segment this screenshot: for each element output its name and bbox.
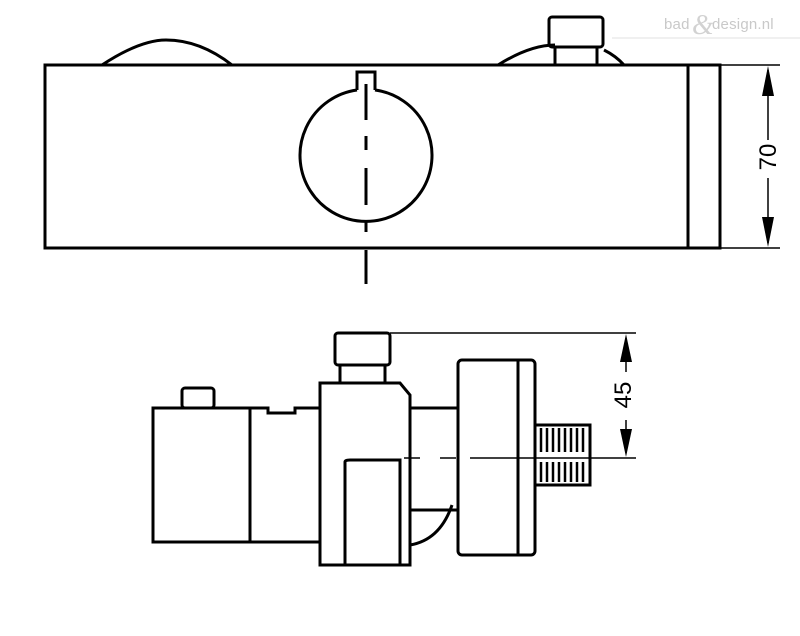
dimension-label-70: 70: [755, 143, 782, 171]
right-cap: [547, 15, 605, 49]
watermark-text-right: design.nl: [712, 16, 774, 33]
dim-45-arrow-bottom: [620, 429, 632, 457]
side-neck: [410, 406, 458, 512]
dimension-70: [720, 64, 780, 249]
dial-notch: [355, 70, 377, 90]
dimension-label-45: 45: [610, 381, 637, 409]
side-threaded-pipe: [533, 423, 592, 487]
dim-70-arrow-top: [762, 66, 774, 96]
right-knob-top-outline-right: [603, 48, 626, 67]
side-view: [151, 331, 592, 567]
side-top-cap-stem: [338, 363, 387, 385]
side-left-cap: [180, 386, 216, 410]
watermark-ampersand: &: [692, 10, 714, 41]
dimension-45: [390, 332, 636, 457]
side-neck-curve: [409, 504, 454, 547]
side-housing-cutout: [343, 458, 402, 567]
front-view: [43, 15, 722, 284]
dim-45-arrow-top: [620, 334, 632, 362]
left-knob-top-outline: [101, 38, 233, 67]
right-cap-stem: [553, 45, 599, 67]
side-housing: [318, 381, 412, 567]
watermark-text-left: bad: [664, 16, 690, 33]
side-handle-body: [151, 406, 322, 544]
mixer-body: [43, 63, 722, 250]
dim-70-arrow-bottom: [762, 217, 774, 247]
pipe-threads: [539, 428, 585, 482]
side-top-cap: [333, 331, 392, 367]
right-knob-top-outline: [497, 43, 556, 67]
